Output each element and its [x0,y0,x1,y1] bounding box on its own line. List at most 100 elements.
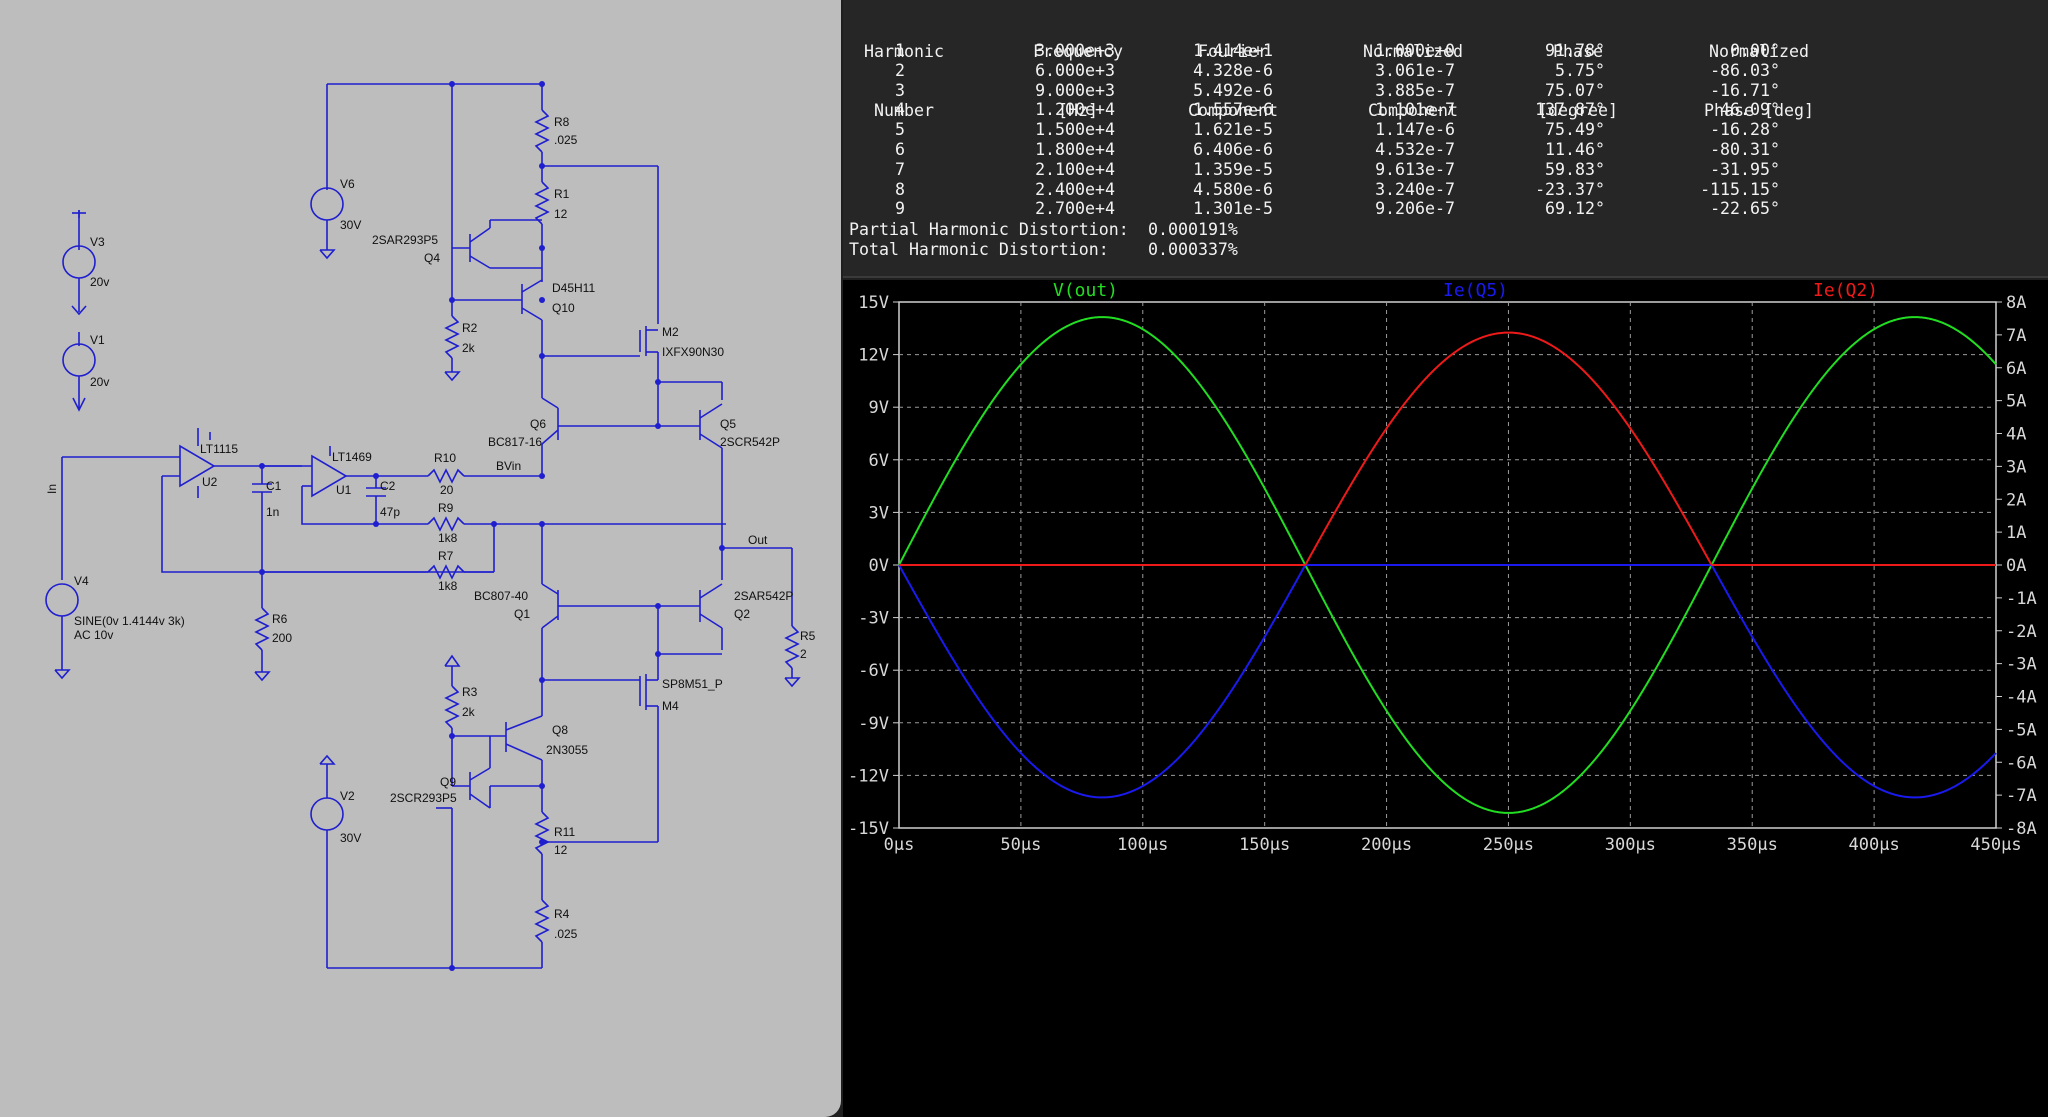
label-q10-model: D45H11 [552,281,595,295]
y-right-tick-label: 2A [2006,490,2026,510]
fourier-cell: 6.406e-6 [1193,140,1273,159]
label-r4: R4 [554,907,570,921]
fourier-cell: 46.09° [1720,100,1780,120]
label-u2: U2 [202,475,218,489]
fourier-cell: 0.00° [1730,41,1780,60]
label-v3-value: 20v [90,275,109,289]
label-q1: Q1 [514,607,530,621]
fourier-cell: 8 [895,179,905,199]
label-m2-model: IXFX90N30 [662,345,724,359]
label-r4-value: .025 [554,927,578,941]
label-r7-value: 1k8 [438,579,458,593]
fourier-cell: 1.621e-5 [1193,120,1273,140]
header-fourier-component: Fourier Component [1188,41,1278,120]
header-phase: Phase [degree] [1538,41,1618,120]
label-u1: U1 [336,483,352,497]
total-distortion-value: 0.000337% [1148,240,1238,259]
label-q6: Q6 [530,417,546,431]
fourier-cell: 2.400e+4 [1035,179,1115,199]
label-r11-value: 12 [554,843,568,857]
label-c2-value: 47p [380,505,400,519]
fourier-cell: 59.83° [1545,159,1605,179]
label-r6-value: 200 [272,631,292,645]
y-right-tick-label: -4A [2006,688,2037,708]
fourier-cell: 6 [895,140,905,159]
x-tick-label: 200µs [1361,835,1412,855]
fourier-cell: -80.31° [1710,140,1780,159]
label-r7: R7 [438,549,454,563]
label-v1: V1 [90,333,105,347]
fourier-cell: 75.07° [1545,80,1605,100]
label-r3-value: 2k [462,705,476,719]
fourier-cell: 1.101e-7 [1375,100,1455,120]
schematic-junctions [259,81,725,971]
label-r6: R6 [272,612,288,626]
fourier-cell: 3.000e+3 [1035,41,1115,60]
fourier-cell: 4.532e-7 [1375,140,1455,159]
x-tick-label: 300µs [1605,835,1656,855]
fourier-cell: 1.800e+4 [1035,140,1115,159]
x-tick-label: 50µs [1000,835,1041,855]
label-v1-value: 20v [90,375,109,389]
fourier-cell: 75.49° [1545,120,1605,140]
fourier-cell: 5 [895,120,905,140]
fourier-cell: 69.12° [1545,199,1605,219]
fourier-cell: 9.206e-7 [1375,199,1455,219]
y-right-tick-label: 7A [2006,326,2026,346]
fourier-cell: 1.414e+1 [1193,41,1273,60]
fourier-cell: -86.03° [1710,60,1780,80]
fourier-cell: 1.500e+4 [1035,120,1115,140]
fourier-cell: 2 [895,60,905,80]
label-r1: R1 [554,187,570,201]
label-q4: Q4 [424,251,440,265]
partial-distortion-label: Partial Harmonic Distortion: [849,220,1129,239]
y-right-tick-label: 0A [2006,556,2026,576]
fourier-cell: 9 [895,199,905,219]
label-r10-value: 20 [440,483,454,497]
fourier-cell: 91.78° [1545,41,1605,60]
label-v4-ac: AC 10v [74,628,113,642]
label-c1: C1 [266,479,282,493]
label-q8: Q8 [552,723,568,737]
label-m4: M4 [662,699,679,713]
y-left-tick-label: -9V [858,714,889,734]
fourier-cell: 5.75° [1555,60,1605,80]
label-v6-value: 30V [340,218,361,232]
y-right-tick-label: -5A [2006,720,2037,740]
series-line-v-out- [898,316,1997,814]
label-r5-value: 2 [800,647,807,661]
fourier-cell: 3.061e-7 [1375,60,1455,80]
header-harmonic: Harmonic Number [864,41,944,120]
legend-ie-q2-: Ie(Q2) [1813,280,1878,301]
label-q5-model: 2SCR542P [720,435,780,449]
label-c2: C2 [380,479,396,493]
y-right-tick-label: -3A [2006,655,2037,675]
label-m2: M2 [662,325,679,339]
label-r2: R2 [462,321,478,335]
schematic-panel[interactable]: V3 20v V1 20v V4 SINE(0v 1.4144v 3k) AC … [0,0,841,1117]
fourier-cell: 1 [895,41,905,60]
fourier-cell: 3.240e-7 [1375,179,1455,199]
y-left-tick-label: 0V [869,556,889,576]
schematic-canvas[interactable]: V3 20v V1 20v V4 SINE(0v 1.4144v 3k) AC … [0,0,841,1117]
x-tick-label: 100µs [1117,835,1168,855]
label-r10: R10 [434,451,456,465]
net-label-in: In [45,484,59,494]
fourier-cell: 4.580e-6 [1193,179,1273,199]
fourier-cell: 7 [895,159,905,179]
x-tick-label: 400µs [1849,835,1900,855]
y-right-tick-label: 6A [2006,359,2026,379]
y-left-tick-label: 15V [858,293,889,313]
label-v4-source: SINE(0v 1.4144v 3k) [74,614,185,628]
fourier-cell: -22.65° [1710,199,1780,219]
y-right-tick-label: 4A [2006,425,2026,445]
header-normalized-component: Normalized Component [1363,41,1463,120]
x-tick-label: 0µs [884,835,915,855]
fourier-cell: 137.87° [1535,100,1605,120]
label-u1-model: LT1469 [332,450,372,464]
label-v6: V6 [340,177,355,191]
fourier-cell: 1.301e-5 [1193,199,1273,219]
fourier-cell: 9.000e+3 [1035,80,1115,100]
